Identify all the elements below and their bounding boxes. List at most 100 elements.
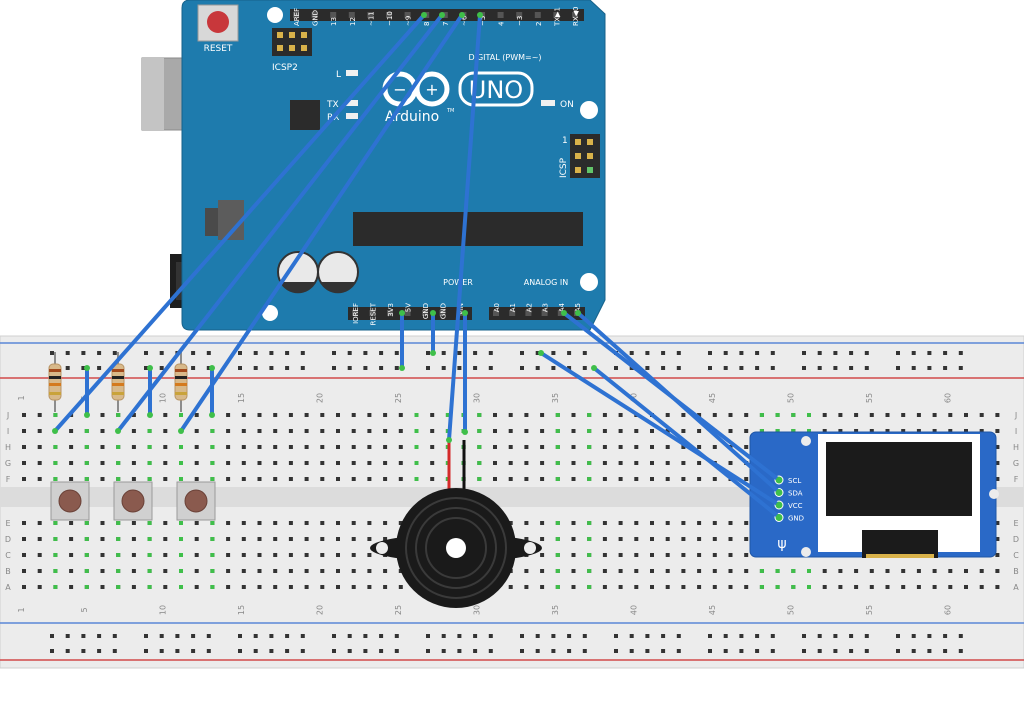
- breadboard-hole-active: [807, 413, 811, 417]
- breadboard-hole: [508, 413, 513, 417]
- breadboard-hole-active: [179, 569, 183, 573]
- breadboard-hole-active: [555, 445, 560, 449]
- breadboard-labels: 1155101015152020252530303535404045455050…: [5, 393, 1019, 615]
- breadboard-hole: [618, 429, 623, 433]
- breadboard-hole: [964, 569, 968, 573]
- breadboard-hole-active: [775, 429, 780, 433]
- breadboard-hole: [336, 477, 340, 481]
- column-number-label: 60: [943, 605, 952, 615]
- breadboard-hole: [634, 477, 639, 481]
- wire-end: [776, 477, 782, 483]
- breadboard-hole: [367, 585, 372, 589]
- breadboard-hole: [571, 477, 576, 481]
- breadboard-hole: [241, 585, 246, 589]
- pin-label: RX◀0: [572, 7, 580, 27]
- breadboard-hole: [728, 413, 733, 417]
- breadboard-hole: [650, 553, 654, 557]
- column-number-label: 30: [472, 605, 481, 615]
- rail-hole: [473, 351, 478, 355]
- breadboard-hole: [194, 461, 199, 465]
- breadboard-hole: [979, 429, 984, 433]
- breadboard-hole: [100, 429, 105, 433]
- icsp2-header: [272, 28, 312, 56]
- breadboard-hole: [618, 569, 623, 573]
- breadboard-hole: [728, 521, 733, 525]
- breadboard-hole: [650, 537, 654, 541]
- header-pin-socket: [369, 310, 376, 316]
- breadboard-hole-active: [759, 585, 764, 589]
- header-pin-socket: [439, 310, 446, 316]
- rail-hole: [755, 649, 760, 653]
- oled-pin-label: GND: [788, 515, 804, 523]
- rail-hole: [441, 366, 446, 370]
- header-pin-socket: [387, 310, 393, 316]
- breadboard-hole: [995, 461, 1000, 465]
- rail-hole: [817, 634, 822, 638]
- rail-hole: [285, 366, 290, 370]
- row-letter-label: E: [5, 519, 10, 528]
- icsp-pin1-label: 1: [562, 136, 568, 146]
- wire-end: [430, 350, 436, 356]
- pin-label: ~5: [479, 16, 487, 26]
- breadboard-hole: [540, 429, 545, 433]
- breadboard-hole: [602, 569, 607, 573]
- breadboard-hole: [383, 429, 388, 433]
- rail-hole: [629, 649, 634, 653]
- breadboard-hole: [995, 445, 1000, 449]
- breadboard-hole: [398, 429, 403, 433]
- reset-button-cap[interactable]: [207, 11, 229, 33]
- rail-hole: [676, 649, 681, 653]
- rail-hole: [253, 366, 258, 370]
- breadboard-hole: [508, 461, 513, 465]
- breadboard-hole: [634, 521, 639, 525]
- logo-minus-sign: −: [393, 80, 406, 99]
- breadboard-hole: [320, 413, 325, 417]
- rail-hole: [426, 366, 430, 370]
- pin-label: A0: [493, 303, 501, 312]
- breadboard-hole: [37, 429, 42, 433]
- rail-hole: [943, 649, 948, 653]
- breadboard-hole-active: [116, 537, 121, 541]
- breadboard-hole: [822, 413, 827, 417]
- breadboard-hole: [493, 477, 497, 481]
- breadboard-hole: [304, 569, 309, 573]
- uno-logo-text: UNO: [469, 76, 523, 104]
- rail-hole: [582, 351, 587, 355]
- breadboard-hole: [618, 461, 623, 465]
- breadboard-hole: [37, 413, 42, 417]
- breadboard-hole: [744, 521, 749, 525]
- breadboard-hole: [257, 537, 262, 541]
- push-button[interactable]: [113, 481, 153, 521]
- breadboard-hole-active: [587, 429, 592, 433]
- breadboard-hole-active: [445, 413, 450, 417]
- breadboard-hole-active: [147, 553, 152, 557]
- breadboard-hole: [901, 569, 906, 573]
- row-letter-label: A: [5, 583, 11, 592]
- pin-label: ~6: [460, 15, 468, 26]
- rail-hole: [191, 366, 196, 370]
- push-button[interactable]: [176, 481, 216, 521]
- rail-hole: [739, 366, 744, 370]
- breadboard-hole-active: [147, 461, 152, 465]
- breadboard-hole: [524, 569, 529, 573]
- breadboard-hole: [571, 413, 576, 417]
- header-pin-socket: [497, 12, 504, 18]
- header-pin-socket: [311, 12, 318, 18]
- breadboard-hole: [618, 477, 623, 481]
- breadboard-hole: [493, 413, 497, 417]
- rail-hole: [347, 634, 352, 638]
- breadboard-hole-active: [179, 553, 183, 557]
- breadboard-hole: [697, 461, 702, 465]
- push-button[interactable]: [50, 481, 90, 521]
- breadboard-hole-active: [555, 477, 560, 481]
- breadboard-hole: [69, 521, 74, 525]
- breadboard-hole: [304, 521, 309, 525]
- rail-hole: [300, 366, 305, 370]
- breadboard-hole-active: [555, 413, 560, 417]
- breadboard-hole-active: [210, 461, 215, 465]
- breadboard-hole: [916, 413, 921, 417]
- breadboard-hole: [524, 445, 529, 449]
- pin-label: 5V: [405, 303, 413, 312]
